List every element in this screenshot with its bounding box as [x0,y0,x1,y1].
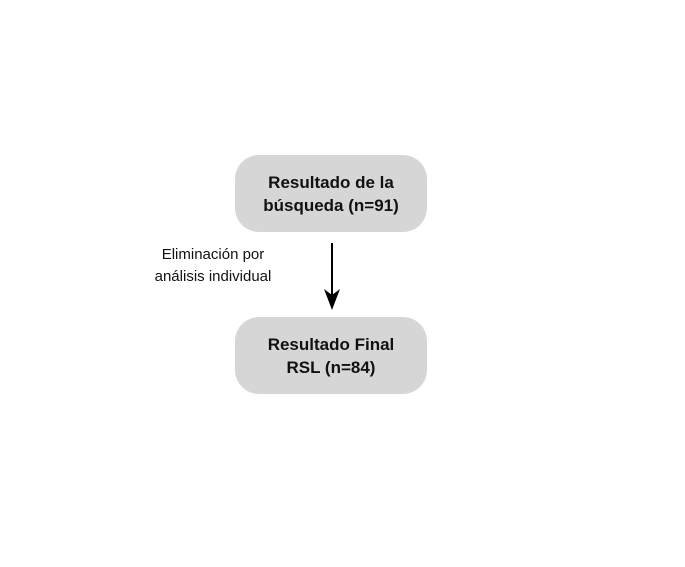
search-results-label: Resultado de la búsqueda (n=91) [263,172,399,215]
down-arrow [324,243,340,310]
search-results-node: Resultado de la búsqueda (n=91) [235,155,427,232]
elimination-edge-label: Eliminación por análisis individual [154,246,272,285]
final-results-node: Resultado Final RSL (n=84) [235,317,427,394]
final-results-label: Resultado Final RSL (n=84) [267,334,395,377]
arrow-head [324,289,340,310]
